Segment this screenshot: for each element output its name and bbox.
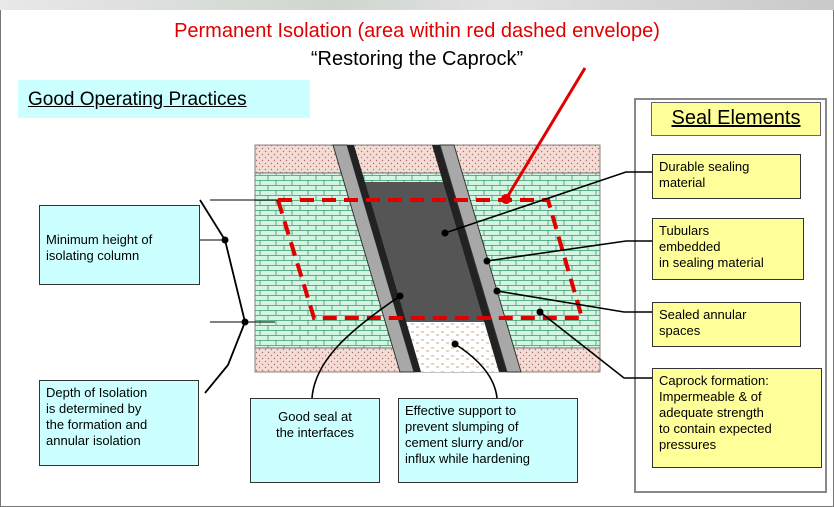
practice-effective-support: Effective support to prevent slumping of… [398,398,578,483]
cement-slurry-support [400,322,505,372]
upper-formation-layer [254,144,601,174]
seal-item-tubulars: Tubulars embedded in sealing material [652,218,804,280]
seal-item-durable-sealing: Durable sealing material [652,154,801,199]
title-leader-dot [501,194,511,204]
leader-caprock [539,311,652,379]
practice-depth-of-isolation: Depth of Isolation is determined by the … [39,380,199,466]
seal-item-annular-spaces: Sealed annular spaces [652,302,801,347]
title-leader-line [504,67,587,200]
left-casing-inner [347,145,421,372]
subtitle-restoring-caprock: “Restoring the Caprock” [310,48,524,70]
height-bracket [199,199,246,323]
leader-annular [496,290,652,313]
leader-effective-support [454,343,498,399]
good-operating-practices-label: Good Operating Practices [18,80,310,118]
leader-depth-isolation [204,321,246,394]
seal-item-caprock-formation: Caprock formation: Impermeable & of adeq… [652,368,822,468]
leader-good-seal [311,295,401,399]
top-banner-strip [0,0,834,10]
seal-elements-title: Seal Elements [651,102,821,136]
title-permanent-isolation: Permanent Isolation (area within red das… [174,20,660,42]
right-casing-inner [432,145,507,372]
practice-minimum-height: Minimum height of isolating column [39,205,200,285]
leader-durable-sealing [444,171,652,234]
leader-tubulars [486,240,652,262]
isolation-envelope [275,198,585,320]
practice-good-seal: Good seal at the interfaces [250,398,380,483]
